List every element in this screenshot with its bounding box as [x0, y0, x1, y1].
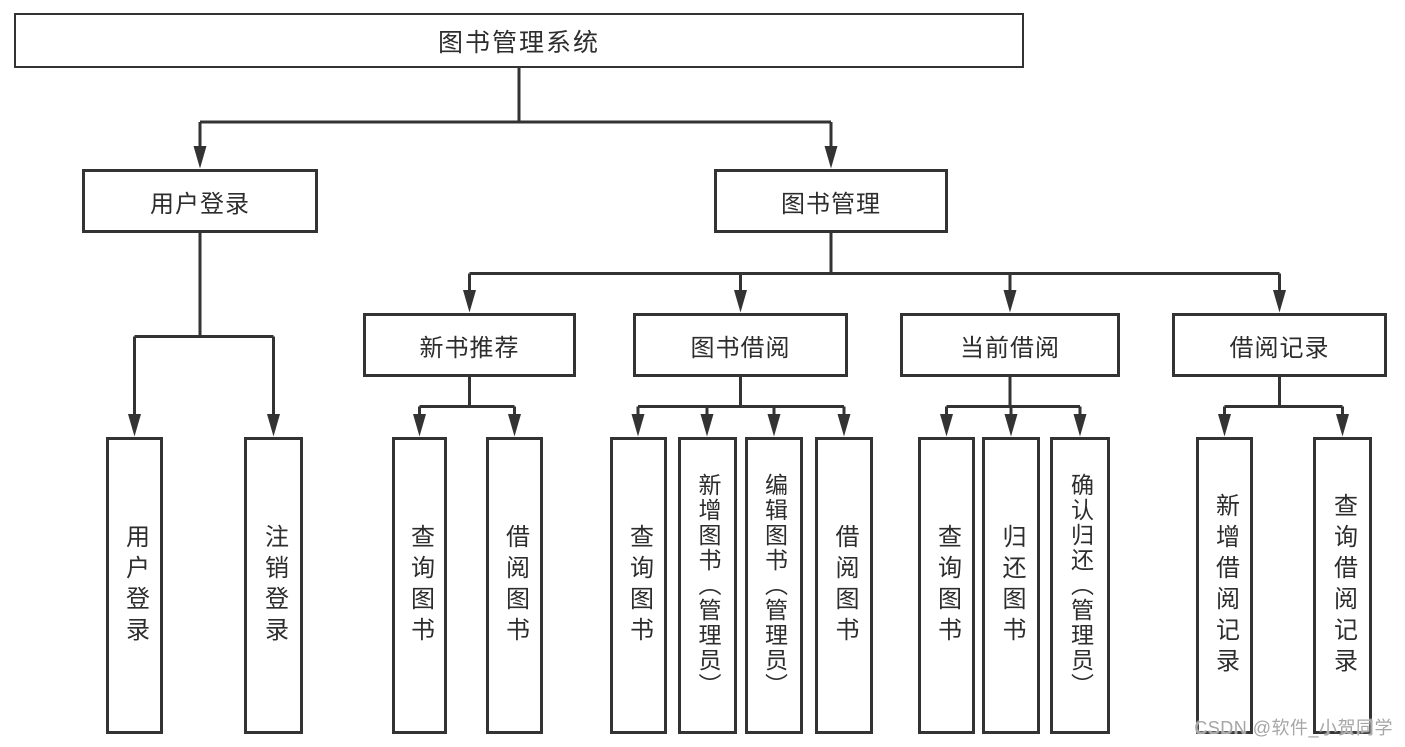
node-label: 新书推荐 — [419, 334, 520, 362]
node-new-book-recommend: 新书推荐 — [363, 313, 576, 377]
leaf-borrow-add-books: 新增图书（管理员） — [678, 437, 737, 734]
leaf-label: 查询图书 — [625, 523, 653, 648]
node-label: 图书管理系统 — [437, 28, 600, 57]
node-book-management: 图书管理 — [714, 169, 948, 233]
leaf-label: 注销登录 — [260, 523, 288, 648]
arrowhead — [463, 290, 476, 313]
node-label: 图书借阅 — [690, 334, 791, 362]
arrowhead — [1273, 290, 1286, 313]
leaf-borrow-edit-books: 编辑图书（管理员） — [745, 437, 803, 734]
leaf-records-add-record: 新增借阅记录 — [1196, 437, 1253, 734]
leaf-recommend-borrow-books: 借阅图书 — [486, 437, 543, 734]
arrowhead — [1073, 414, 1087, 437]
arrowhead — [267, 414, 280, 437]
arrowhead — [837, 414, 851, 437]
leaf-label: 编辑图书（管理员） — [761, 473, 788, 698]
leaf-label: 确认归还（管理员） — [1067, 473, 1094, 698]
watermark: CSDN @软件_小贺同学 — [1194, 718, 1393, 738]
leaf-label: 借阅图书 — [501, 523, 529, 648]
arrowhead — [413, 414, 426, 437]
arrowhead — [767, 414, 781, 437]
leaf-label: 查询图书 — [406, 523, 434, 648]
leaf-label: 用户登录 — [121, 523, 149, 648]
arrowhead — [1003, 290, 1017, 313]
node-book-borrowing: 图书借阅 — [633, 313, 848, 377]
leaf-records-query-record: 查询借阅记录 — [1313, 437, 1372, 734]
node-label: 图书管理 — [781, 190, 881, 218]
node-label: 当前借阅 — [960, 334, 1060, 362]
arrowhead — [1004, 414, 1018, 437]
leaf-label: 查询借阅记录 — [1329, 492, 1357, 679]
arrowhead — [631, 414, 645, 437]
arrowhead — [508, 414, 521, 437]
node-current-borrowing: 当前借阅 — [900, 313, 1120, 377]
leaf-label: 归还图书 — [998, 523, 1025, 648]
leaf-label: 新增借阅记录 — [1211, 492, 1239, 679]
arrowhead — [734, 290, 747, 313]
node-label: 借阅记录 — [1229, 334, 1330, 362]
leaf-current-confirm-return: 确认归还（管理员） — [1050, 437, 1110, 734]
node-user-login: 用户登录 — [82, 169, 318, 233]
arrowhead — [193, 146, 207, 169]
leaf-label: 查询图书 — [933, 523, 961, 648]
leaf-current-query-books: 查询图书 — [918, 437, 975, 734]
leaf-user-login: 用户登录 — [106, 437, 163, 734]
arrowhead — [128, 414, 141, 437]
arrowhead — [700, 414, 714, 437]
leaf-label: 新增图书（管理员） — [695, 473, 721, 698]
leaf-current-return-books: 归还图书 — [982, 437, 1040, 734]
leaf-borrow-borrow-books: 借阅图书 — [815, 437, 873, 734]
arrowhead — [940, 414, 953, 437]
node-label: 用户登录 — [150, 190, 250, 218]
leaf-label: 借阅图书 — [831, 523, 858, 648]
leaf-logout: 注销登录 — [244, 437, 303, 734]
leaf-recommend-query-books: 查询图书 — [392, 437, 447, 734]
node-root: 图书管理系统 — [14, 13, 1024, 68]
leaf-borrow-query-books: 查询图书 — [610, 437, 667, 734]
node-borrowing-records: 借阅记录 — [1172, 313, 1387, 377]
arrowhead — [1336, 414, 1349, 437]
arrowhead — [824, 146, 838, 169]
arrowhead — [1218, 414, 1231, 437]
